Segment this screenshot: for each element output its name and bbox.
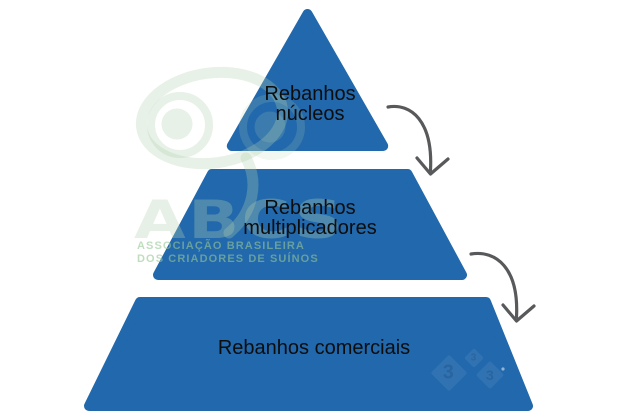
abcs-logo-left-ring-icon <box>147 92 213 158</box>
abcs-watermark-subtitle: ASSOCIAÇÃO BRASILEIRA DOS CRIADORES DE S… <box>137 240 319 265</box>
arrow-tier1-to-tier2-icon <box>386 104 450 176</box>
tier-1-label-line1: Rebanhos <box>264 83 356 105</box>
abcs-logo-left-dot-icon <box>161 108 193 140</box>
tres3-diamond-digit: 3 <box>486 366 494 383</box>
abcs-watermark-acronym: ABCS <box>134 190 346 251</box>
tier-3-label-line1: Rebanhos comerciais <box>217 337 411 359</box>
tier-3-label: Rebanhos comerciais <box>218 338 410 358</box>
abcs-watermark-subtitle-line1: ASSOCIAÇÃO BRASILEIRA <box>137 240 305 252</box>
tier-1-label: Rebanhos núcleos <box>264 84 355 124</box>
abcs-watermark-subtitle-line2: DOS CRIADORES DE SUÍNOS <box>137 252 319 265</box>
tier-1-shape <box>226 9 389 151</box>
tres3-diamond-digit: 3 <box>471 352 477 364</box>
abcs-logo-right-ring-icon <box>239 94 305 160</box>
abcs-logo-right-dot-icon <box>254 111 286 143</box>
tier-1-label-line2: núcleos <box>275 103 345 125</box>
tier-2-label-line1: Rebanhos <box>264 197 356 219</box>
tier-2-label-line2: multiplicadores <box>243 217 377 239</box>
tres3-trademark-dot-icon <box>501 367 505 371</box>
tier-2-label: Rebanhos multiplicadores <box>243 198 376 238</box>
tier-3-shape <box>84 297 533 411</box>
abcs-logo-ellipse-icon <box>135 66 289 170</box>
tier-2-shape <box>153 169 467 280</box>
arrow-tier2-to-tier3-icon <box>469 251 536 323</box>
tres3-diamond-digit: 3 <box>443 361 455 384</box>
abcs-logo-tail-icon <box>223 152 259 239</box>
